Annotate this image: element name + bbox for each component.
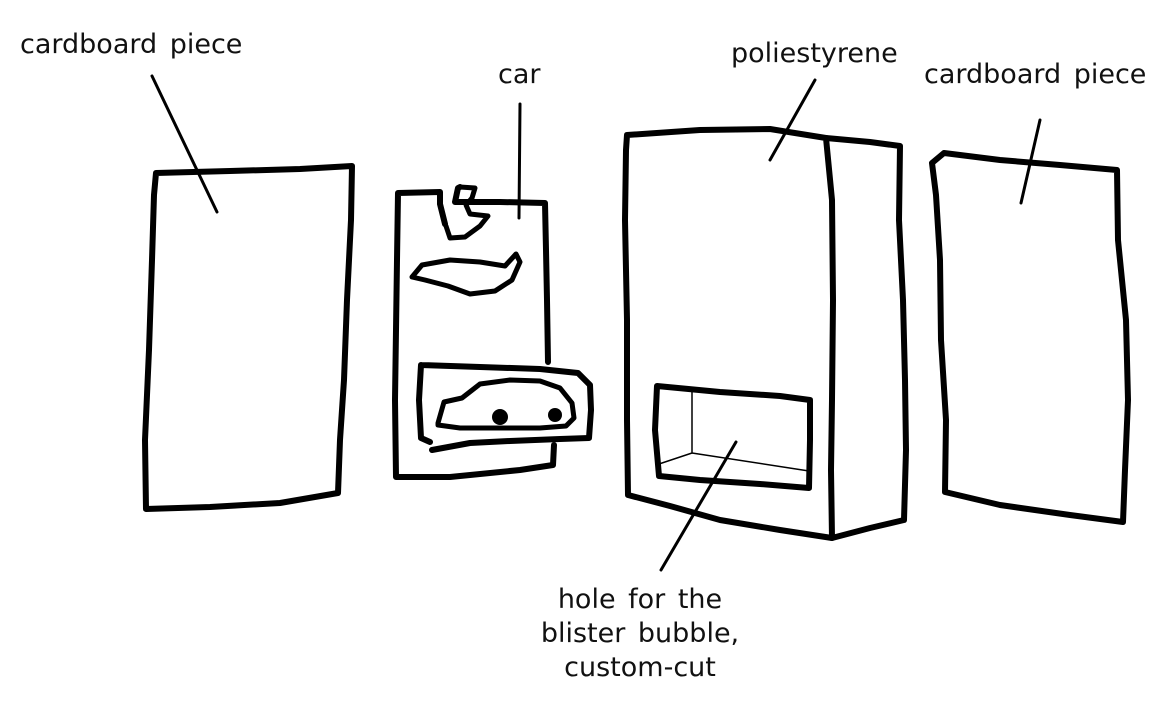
label-cardboard-right: cardboard piece xyxy=(924,59,1147,90)
hole-leader xyxy=(659,440,738,572)
polystyrene-front-face xyxy=(622,126,836,541)
bubble-window-frame xyxy=(416,362,594,453)
cardboard-piece-right-shape xyxy=(929,150,1131,525)
label-hole-line-3: custom-cut xyxy=(564,652,716,683)
polystyrene-side-face xyxy=(823,135,909,541)
curved-slot-shape xyxy=(409,251,523,297)
tiny-car-body xyxy=(435,377,577,431)
polystyrene-leader xyxy=(768,78,817,162)
polystyrene-hole-frame xyxy=(652,383,813,491)
car-insert-outline xyxy=(392,184,557,480)
car-leader xyxy=(517,102,522,220)
label-hole-description: hole for the blister bubble, custom-cut xyxy=(520,583,760,685)
cardboard-piece-left-shape xyxy=(142,163,355,512)
tiny-car-wheel-front xyxy=(492,409,508,425)
label-hole-line-2: blister bubble, xyxy=(540,618,740,649)
label-car: car xyxy=(498,59,541,90)
label-cardboard-left: cardboard piece xyxy=(20,29,243,60)
cardboard-right-leader xyxy=(1019,118,1042,205)
tiny-car-wheel-rear xyxy=(548,408,562,422)
cardboard-left-leader xyxy=(150,74,219,214)
label-polystyrene: poliestyrene xyxy=(731,38,898,69)
label-hole-line-1: hole for the xyxy=(557,584,723,615)
hang-tab-cutout xyxy=(443,184,491,241)
polystyrene-hole-depth xyxy=(658,391,810,472)
